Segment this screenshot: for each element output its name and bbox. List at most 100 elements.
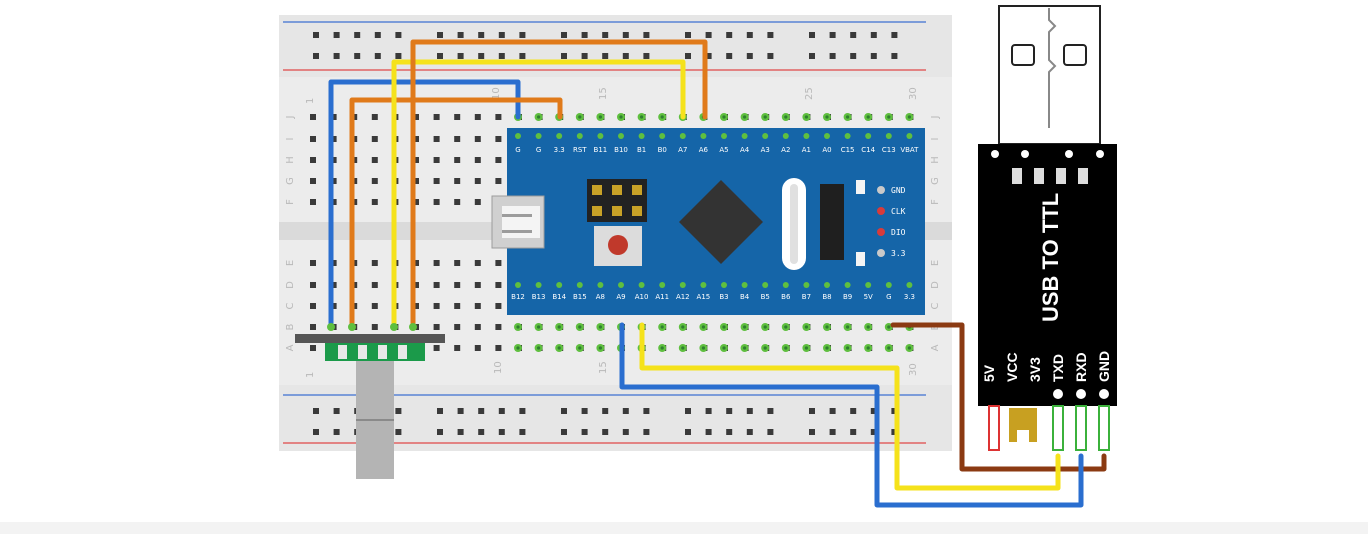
board-pad bbox=[679, 282, 686, 288]
board-pad bbox=[803, 133, 810, 139]
terminal-hole bbox=[330, 136, 337, 142]
board-pad bbox=[782, 133, 789, 139]
module-mount-hole bbox=[1096, 150, 1104, 158]
terminal-hole bbox=[371, 282, 378, 288]
reset-button-cap bbox=[608, 235, 628, 255]
rail-hole bbox=[581, 429, 588, 435]
row-letter-right: I bbox=[930, 138, 941, 141]
header-pin-center bbox=[722, 115, 726, 119]
board-pad bbox=[906, 282, 913, 288]
column-numbers: 1 10 15 25 30 1 10 15 30 bbox=[305, 87, 919, 378]
wire-endpoint bbox=[390, 323, 398, 331]
micro-usb-contact bbox=[502, 214, 532, 217]
pin-label-bottom: A9 bbox=[616, 293, 625, 301]
header-pin-center bbox=[537, 325, 541, 329]
rail-hole bbox=[746, 53, 753, 59]
pin-label-bottom: B5 bbox=[761, 293, 770, 301]
header-pin-center bbox=[598, 346, 603, 350]
row-letter-left: D bbox=[285, 281, 296, 289]
rail-hole bbox=[498, 408, 505, 414]
pin-label-bottom: B14 bbox=[552, 293, 566, 301]
potentiometer-pin bbox=[338, 345, 347, 359]
board-pad bbox=[844, 282, 851, 288]
board-pad bbox=[741, 133, 748, 139]
rail-hole bbox=[602, 32, 609, 38]
row-letter-right: F bbox=[930, 199, 941, 205]
header-pin-center bbox=[722, 325, 726, 329]
rail-hole bbox=[561, 408, 567, 414]
board-pad bbox=[576, 133, 583, 139]
rail-hole bbox=[478, 53, 485, 59]
rail-hole bbox=[643, 53, 650, 59]
board-pad bbox=[721, 282, 727, 288]
terminal-hole bbox=[495, 178, 502, 184]
pin-label-top: C14 bbox=[861, 146, 875, 154]
terminal-hole bbox=[310, 136, 316, 142]
terminal-hole bbox=[433, 324, 440, 330]
module-body bbox=[978, 144, 1117, 406]
terminal-hole bbox=[454, 282, 461, 288]
terminal-hole bbox=[371, 114, 378, 120]
terminal-hole bbox=[330, 303, 337, 309]
smd-led bbox=[856, 180, 865, 194]
header-pin-center bbox=[763, 325, 767, 329]
rail-hole bbox=[809, 408, 815, 414]
header-pin-center bbox=[743, 115, 747, 119]
swd-pin bbox=[877, 207, 885, 215]
board-pad bbox=[782, 282, 789, 288]
row-letter-left: E bbox=[285, 260, 296, 266]
pin-label-top: B0 bbox=[658, 146, 667, 154]
board-pad bbox=[741, 282, 748, 288]
terminal-hole bbox=[310, 114, 316, 120]
rail-hole bbox=[850, 408, 857, 414]
rail-hole bbox=[437, 408, 443, 414]
rail-hole bbox=[643, 32, 650, 38]
header-pin-center bbox=[804, 346, 809, 350]
pin-label-bottom: A11 bbox=[655, 293, 669, 301]
rail-hole bbox=[313, 429, 319, 435]
smd-led bbox=[856, 252, 865, 266]
micro-usb-opening bbox=[502, 206, 540, 238]
rail-hole bbox=[561, 429, 567, 435]
potentiometer-pin bbox=[378, 345, 387, 359]
header-pin-center bbox=[557, 346, 561, 350]
terminal-hole bbox=[330, 114, 337, 120]
terminal-hole bbox=[433, 345, 440, 351]
rail-hole bbox=[313, 53, 319, 59]
rail-hole bbox=[746, 429, 753, 435]
header-pin-center bbox=[846, 346, 850, 350]
swd-label-gnd: GND bbox=[891, 186, 906, 195]
rail-hole bbox=[395, 429, 402, 435]
pin-label-top: B1 bbox=[637, 146, 646, 154]
rail-hole bbox=[829, 53, 836, 59]
terminal-hole bbox=[330, 157, 337, 163]
header-pin-center bbox=[578, 346, 582, 350]
rail-hole bbox=[354, 53, 361, 59]
rail-hole bbox=[395, 32, 402, 38]
header-pin-center bbox=[598, 325, 603, 329]
rail-hole bbox=[705, 429, 712, 435]
terminal-hole bbox=[310, 157, 316, 163]
terminal-hole bbox=[454, 136, 461, 142]
rail-hole bbox=[829, 408, 836, 414]
row-letter-left: J bbox=[285, 116, 296, 120]
row-letter-left: G bbox=[285, 177, 296, 185]
board-pad bbox=[906, 133, 913, 139]
bottom-strip bbox=[0, 522, 1368, 534]
rail-hole bbox=[746, 32, 753, 38]
rail-hole bbox=[333, 429, 340, 435]
terminal-hole bbox=[433, 199, 440, 205]
pin-label-bottom: B4 bbox=[740, 293, 750, 301]
rail-hole bbox=[457, 429, 464, 435]
jumper-pin bbox=[592, 185, 602, 195]
board-pad bbox=[515, 133, 521, 139]
rail-hole bbox=[685, 429, 691, 435]
rail-hole bbox=[870, 53, 877, 59]
swd-pin bbox=[877, 186, 885, 194]
column-number-top: 25 bbox=[804, 87, 815, 100]
pin-label-top: A4 bbox=[740, 146, 750, 154]
terminal-hole bbox=[474, 282, 481, 288]
row-letter-right: A bbox=[930, 344, 941, 351]
